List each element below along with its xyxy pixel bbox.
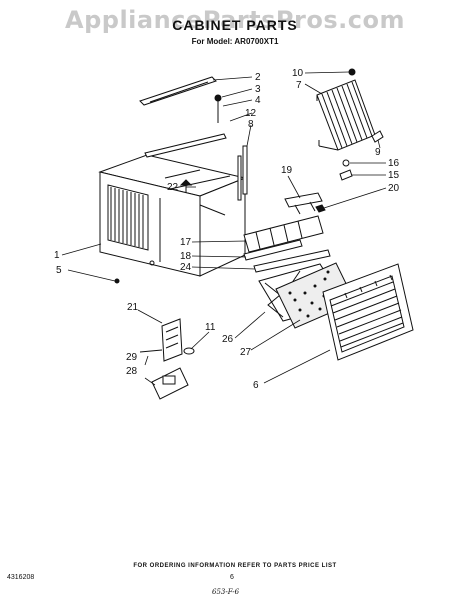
callout-5: 5 (56, 265, 62, 276)
callout-15: 15 (388, 170, 400, 181)
callout-9: 9 (375, 147, 381, 158)
callout-22: 22 (167, 182, 179, 193)
channel-part-24 (253, 249, 331, 273)
callout-18: 18 (180, 251, 192, 262)
callout-6: 6 (253, 380, 259, 391)
callout-8: 8 (248, 119, 254, 130)
callout-numbers: 1 2 3 4 5 6 7 8 9 10 11 12 15 16 17 18 1… (54, 68, 400, 391)
handwritten-code: 653-F-6 (212, 588, 240, 596)
callout-7: 7 (296, 80, 302, 91)
top-rail-strip (139, 76, 217, 106)
top-seal-strip (144, 133, 227, 158)
control-bracket (161, 318, 183, 362)
callout-1: 1 (54, 250, 60, 261)
page-number: 6 (230, 574, 234, 581)
callout-4: 4 (255, 95, 261, 106)
callout-3: 3 (255, 84, 261, 95)
front-grille (322, 263, 414, 361)
screw-part-22 (179, 179, 193, 193)
louver-bracket-assembly (243, 215, 324, 261)
callout-27: 27 (240, 347, 252, 358)
callout-12: 12 (245, 108, 257, 119)
leader-lines (61, 71, 387, 386)
knob-part-11 (183, 347, 195, 355)
screw-parts-3-4 (214, 94, 222, 123)
callout-20: 20 (388, 183, 400, 194)
clip-part-20 (315, 204, 326, 213)
callout-21: 21 (127, 302, 139, 313)
page-title: CABINET PARTS (172, 17, 298, 33)
clip-part-29 (139, 349, 163, 353)
rear-grille-panel (316, 68, 376, 151)
ordering-note: FOR ORDERING INFORMATION REFER TO PARTS … (133, 563, 337, 569)
callout-28: 28 (126, 366, 138, 377)
model-line: For Model: AR0700XT1 (191, 37, 279, 46)
callout-16: 16 (388, 158, 400, 169)
callout-24: 24 (180, 262, 192, 273)
document-number: 4316208 (7, 574, 35, 581)
callout-29: 29 (126, 352, 138, 363)
callout-19: 19 (281, 165, 293, 176)
side-seal-strip (237, 145, 248, 201)
callout-2: 2 (255, 72, 261, 83)
hardware-parts-15-16 (339, 159, 353, 181)
control-label-part-28 (151, 367, 189, 400)
screw-part-5 (114, 278, 120, 284)
callout-26: 26 (222, 334, 234, 345)
callout-10: 10 (292, 68, 304, 79)
watermark: AppliancePartsPros.com (65, 6, 405, 34)
bracket-part-19 (284, 192, 323, 215)
callout-17: 17 (180, 237, 192, 248)
clip-part-9 (371, 130, 384, 143)
callout-11: 11 (205, 322, 216, 333)
cabinet-shell (98, 154, 247, 277)
